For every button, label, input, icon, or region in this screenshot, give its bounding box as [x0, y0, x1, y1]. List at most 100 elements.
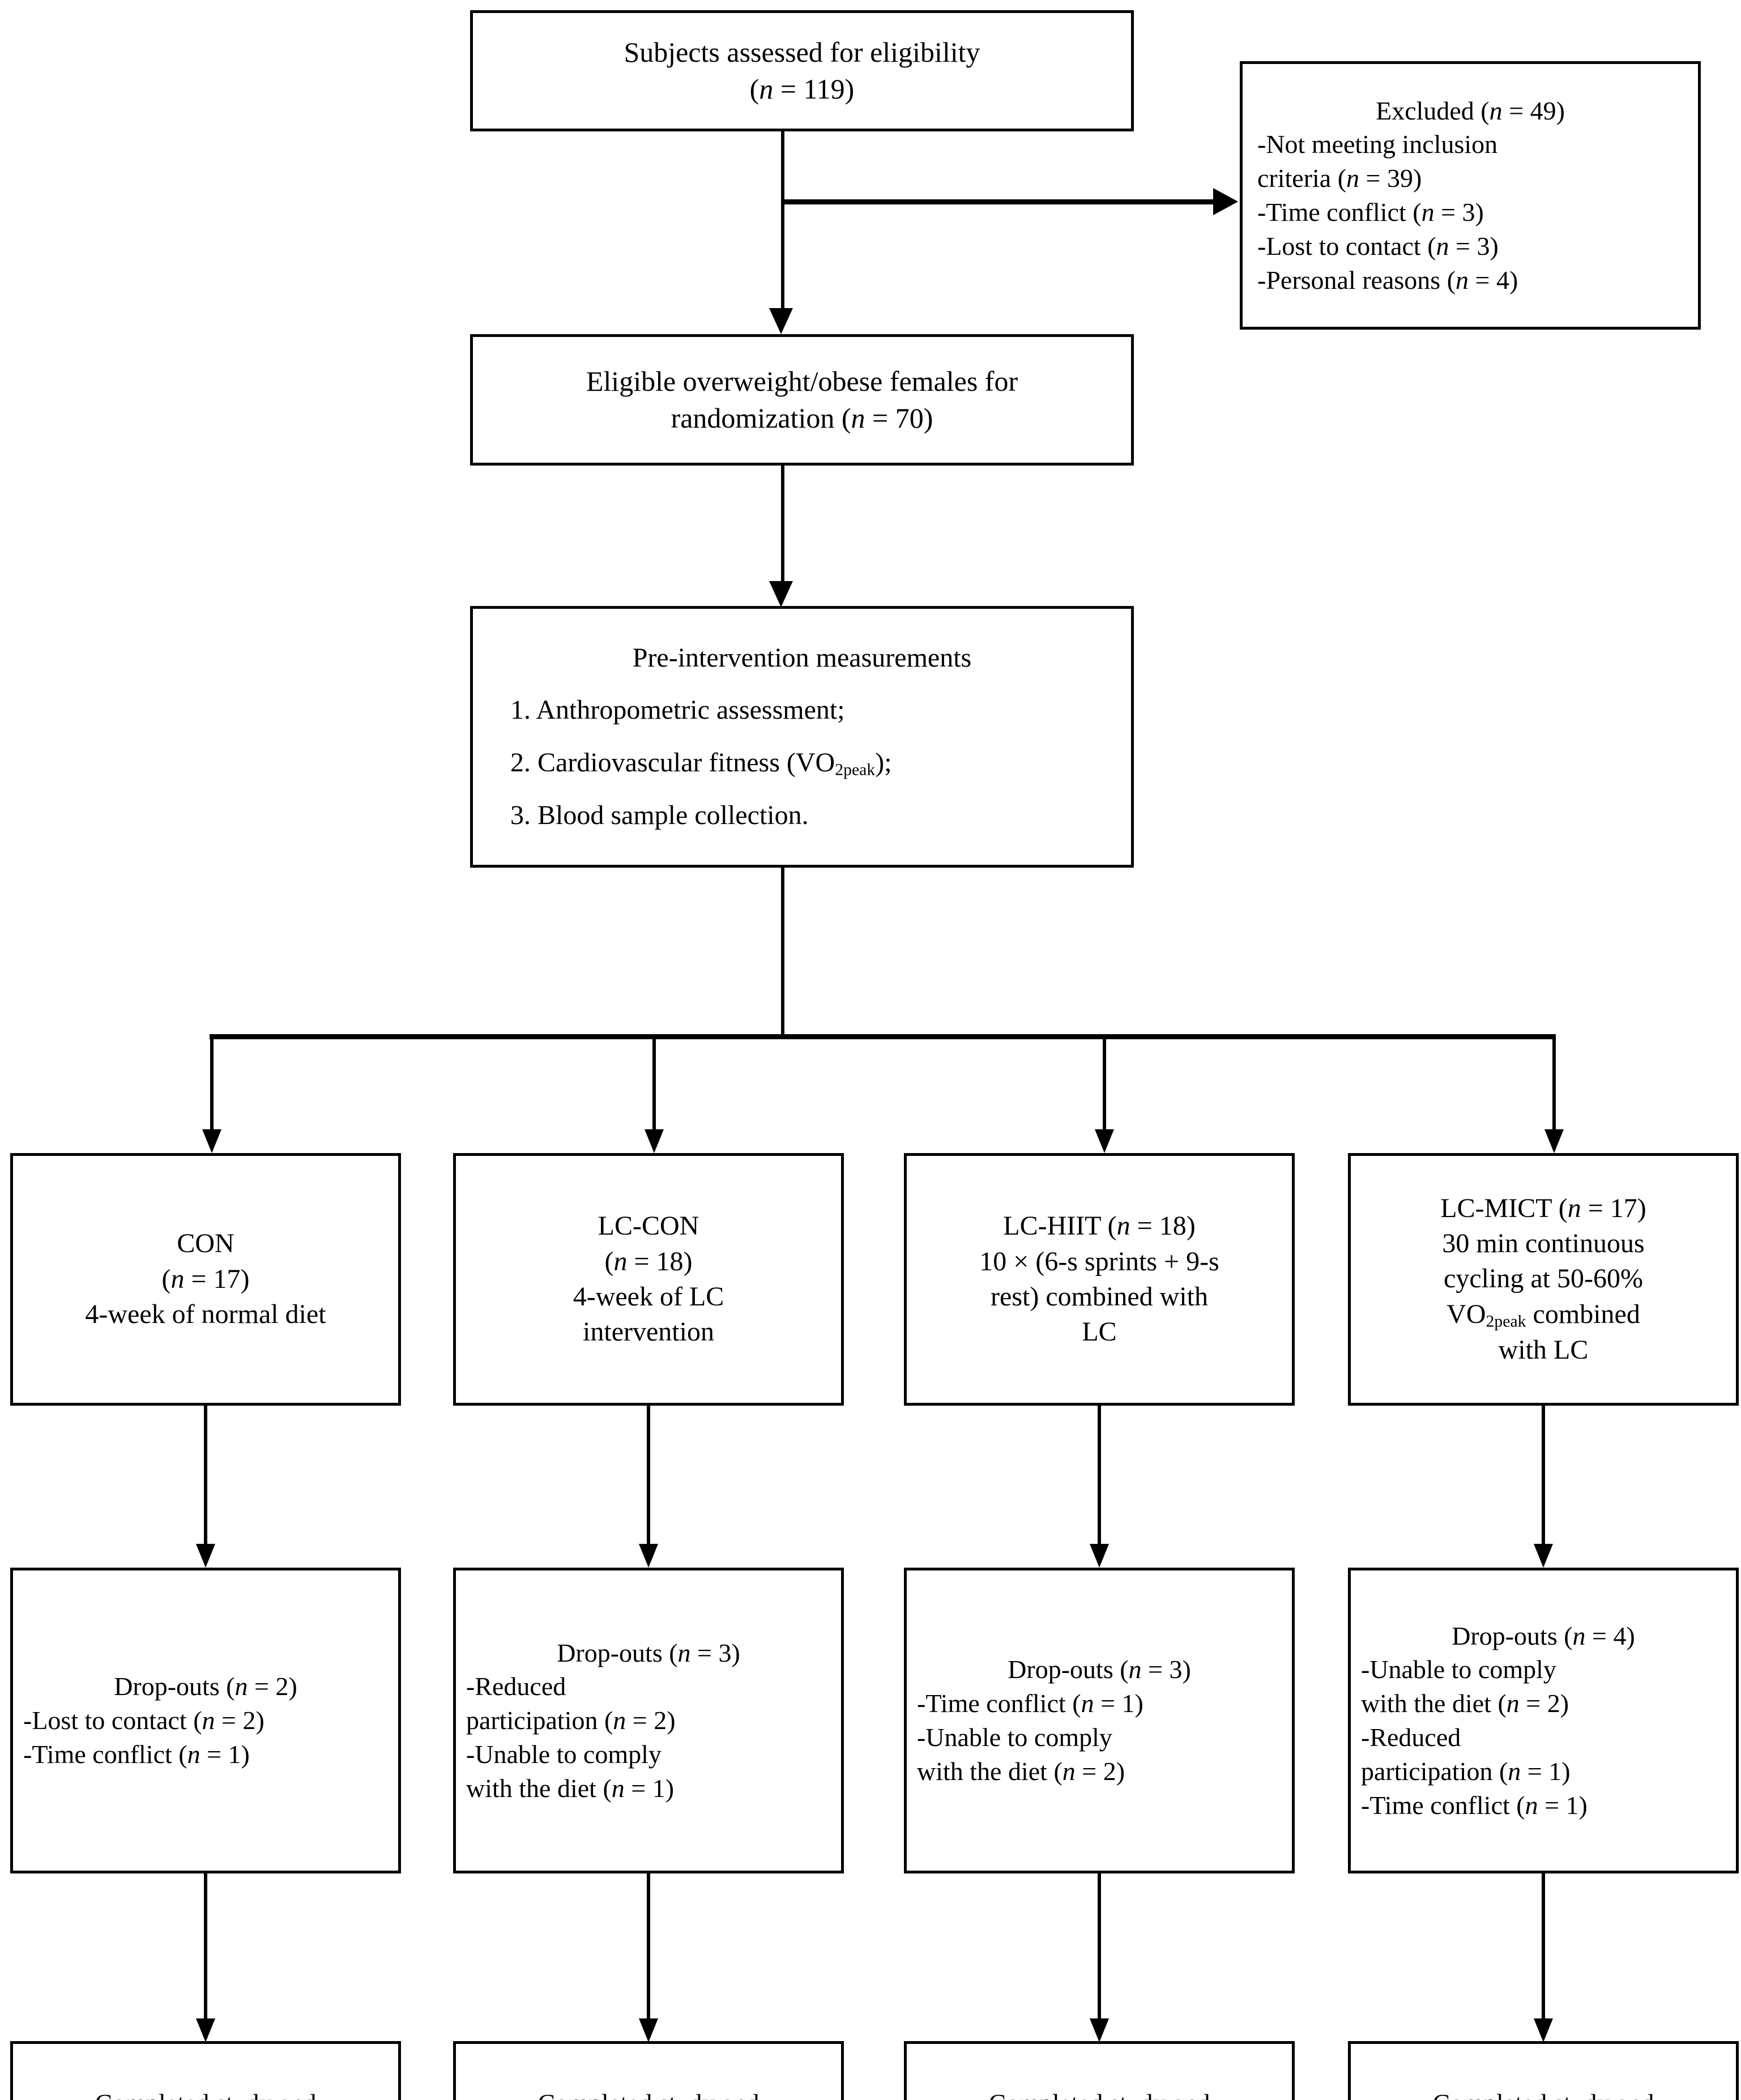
- dropouts-lcmict-reason-0-0: -Unable to comply: [1361, 1655, 1556, 1684]
- connector-lcmict-to-dropouts: [1542, 1406, 1545, 1546]
- dropouts-lcmict-reason-0-1: with the diet (n = 2): [1361, 1689, 1569, 1718]
- excluded-reason-1: -Time conflict (n = 3): [1257, 198, 1484, 227]
- group-lchiit-line-0: LC-HIIT (n = 18): [1003, 1211, 1196, 1241]
- dropouts-lccon-reason-0-0: -Reduced: [466, 1672, 566, 1701]
- connector-lchiit-to-completed: [1098, 1873, 1101, 2021]
- dropouts-lchiit-reason-0-0: -Time conflict (n = 1): [917, 1689, 1143, 1718]
- arrowhead-lcmict-to-completed: [1534, 2018, 1553, 2042]
- box-eligible-randomization: Eligible overweight/obese females for ra…: [470, 334, 1134, 466]
- box-completed-lchiit: Completed study and post-measures (n = 1…: [904, 2041, 1295, 2100]
- box-completed-lccon: Completed study and post-measures (n = 1…: [453, 2041, 844, 2100]
- arrowhead-lccon-to-completed: [639, 2018, 658, 2042]
- arrowhead-con-to-dropouts: [196, 1544, 215, 1568]
- assessed-line-1: Subjects assessed for eligibility: [624, 36, 980, 68]
- arrowhead-branch-lcmict: [1544, 1129, 1564, 1153]
- dropouts-lchiit-header: Drop-outs (n = 3): [1008, 1655, 1191, 1684]
- group-lchiit-line-3: LC: [1082, 1317, 1117, 1347]
- dropouts-lccon-reason-0-1: participation (n = 2): [466, 1706, 676, 1735]
- box-dropouts-con: Drop-outs (n = 2) -Lost to contact (n = …: [10, 1568, 401, 1873]
- connector-branch-lchiit: [1103, 1034, 1106, 1132]
- completed-lccon-line-1: Completed study and: [466, 2086, 831, 2100]
- arrowhead-lchiit-to-dropouts: [1090, 1544, 1109, 1568]
- box-dropouts-lccon: Drop-outs (n = 3) -Reduced participation…: [453, 1568, 844, 1873]
- arrowhead-con-to-completed: [196, 2018, 215, 2042]
- box-group-lcmict: LC-MICT (n = 17) 30 min continuous cycli…: [1348, 1153, 1739, 1406]
- group-lcmict-line-2: cycling at 50-60%: [1444, 1264, 1643, 1294]
- excluded-reason-0-b: criteria (n = 39): [1257, 164, 1422, 193]
- box-completed-lcmict: Completed study and post-measures (n = 1…: [1348, 2041, 1739, 2100]
- group-lccon-line-2: 4-week of LC: [573, 1282, 724, 1312]
- completed-lchiit-line-1: Completed study and: [917, 2086, 1282, 2100]
- connector-con-to-completed: [204, 1873, 207, 2021]
- connector-branch-lcmict: [1552, 1034, 1556, 1132]
- arrowhead-lcmict-to-dropouts: [1534, 1544, 1553, 1568]
- group-lchiit-line-2: rest) combined with: [991, 1282, 1208, 1312]
- connector-con-to-dropouts: [204, 1406, 207, 1546]
- dropouts-lccon-header: Drop-outs (n = 3): [557, 1638, 740, 1667]
- pre-intervention-item-2: 2. Cardiovascular fitness (VO2peak);: [510, 747, 892, 779]
- group-lcmict-line-4: with LC: [1498, 1335, 1589, 1365]
- connector-pre-to-distribution: [781, 868, 784, 1037]
- dropouts-lcmict-reason-1-0: -Reduced: [1361, 1723, 1461, 1752]
- dropouts-con-reason-0-0: -Lost to contact (n = 2): [23, 1706, 264, 1735]
- group-lcmict-line-1: 30 min continuous: [1442, 1228, 1645, 1258]
- pre-intervention-item-3: 3. Blood sample collection.: [510, 800, 809, 830]
- group-con-line-0: CON: [177, 1228, 234, 1259]
- group-lccon-line-0: LC-CON: [598, 1211, 699, 1241]
- completed-lcmict-line-1: Completed study and: [1361, 2086, 1726, 2100]
- dropouts-con-header: Drop-outs (n = 2): [114, 1672, 297, 1701]
- group-lcmict-line-0: LC-MICT (n = 17): [1440, 1193, 1646, 1223]
- dropouts-con-reason-1-0: -Time conflict (n = 1): [23, 1739, 250, 1769]
- arrowhead-branch-con: [202, 1129, 221, 1153]
- connector-eligible-to-pre: [781, 466, 784, 586]
- dropouts-lccon-reason-1-0: -Unable to comply: [466, 1739, 662, 1769]
- pre-intervention-header: Pre-intervention measurements: [632, 642, 972, 673]
- box-pre-intervention-measurements: Pre-intervention measurements 1. Anthrop…: [470, 606, 1134, 868]
- group-con-line-2: 4-week of normal diet: [85, 1299, 326, 1330]
- box-group-lchiit: LC-HIIT (n = 18) 10 × (6-s sprints + 9-s…: [904, 1153, 1295, 1406]
- box-excluded: Excluded (n = 49) -Not meeting inclusion…: [1240, 61, 1701, 330]
- eligible-line-1: Eligible overweight/obese females for: [586, 365, 1018, 397]
- arrowhead-to-excluded: [1213, 188, 1238, 215]
- excluded-reason-0-a: -Not meeting inclusion: [1257, 130, 1498, 159]
- box-group-con: CON (n = 17) 4-week of normal diet: [10, 1153, 401, 1406]
- group-lccon-line-1: (n = 18): [604, 1246, 693, 1277]
- box-subjects-assessed: Subjects assessed for eligibility (n = 1…: [470, 10, 1134, 131]
- connector-lccon-to-completed: [647, 1873, 650, 2021]
- dropouts-lchiit-reason-1-1: with the diet (n = 2): [917, 1756, 1125, 1786]
- excluded-reason-3: -Personal reasons (n = 4): [1257, 265, 1518, 294]
- arrowhead-lchiit-to-completed: [1090, 2018, 1109, 2042]
- connector-lcmict-to-completed: [1542, 1873, 1545, 2021]
- box-dropouts-lchiit: Drop-outs (n = 3) -Time conflict (n = 1)…: [904, 1568, 1295, 1873]
- excluded-header: Excluded (n = 49): [1376, 96, 1565, 125]
- dropouts-lccon-reason-1-1: with the diet (n = 1): [466, 1773, 675, 1803]
- connector-lccon-to-dropouts: [647, 1406, 650, 1546]
- group-con-line-1: (n = 17): [161, 1264, 250, 1294]
- arrowhead-assessed-to-eligible: [769, 308, 793, 334]
- box-completed-con: Completed study and post-measures (n = 1…: [10, 2041, 401, 2100]
- box-group-lccon: LC-CON (n = 18) 4-week of LC interventio…: [453, 1153, 844, 1406]
- group-lcmict-line-3: VO2peak combined: [1446, 1299, 1640, 1331]
- completed-con-line-1: Completed study and: [23, 2086, 388, 2100]
- connector-to-excluded: [781, 199, 1215, 204]
- dropouts-lcmict-header: Drop-outs (n = 4): [1452, 1621, 1635, 1650]
- connector-assessed-to-eligible: [781, 131, 784, 310]
- dropouts-lchiit-reason-1-0: -Unable to comply: [917, 1723, 1112, 1752]
- connector-branch-con: [210, 1034, 214, 1132]
- arrowhead-eligible-to-pre: [769, 581, 793, 607]
- pre-intervention-item-1: 1. Anthropometric assessment;: [510, 695, 845, 725]
- arrowhead-branch-lchiit: [1095, 1129, 1114, 1153]
- group-lchiit-line-1: 10 × (6-s sprints + 9-s: [979, 1246, 1219, 1277]
- connector-lchiit-to-dropouts: [1098, 1406, 1101, 1546]
- connector-branch-lccon: [652, 1034, 656, 1132]
- group-lccon-line-3: intervention: [583, 1317, 714, 1347]
- box-dropouts-lcmict: Drop-outs (n = 4) -Unable to comply with…: [1348, 1568, 1739, 1873]
- dropouts-lcmict-reason-2-0: -Time conflict (n = 1): [1361, 1790, 1588, 1820]
- arrowhead-lccon-to-dropouts: [639, 1544, 658, 1568]
- dropouts-lcmict-reason-1-1: participation (n = 1): [1361, 1756, 1571, 1786]
- excluded-reason-2: -Lost to contact (n = 3): [1257, 231, 1499, 261]
- arrowhead-branch-lccon: [645, 1129, 664, 1153]
- distribution-bar: [210, 1034, 1556, 1039]
- assessed-line-2: (n = 119): [749, 73, 855, 105]
